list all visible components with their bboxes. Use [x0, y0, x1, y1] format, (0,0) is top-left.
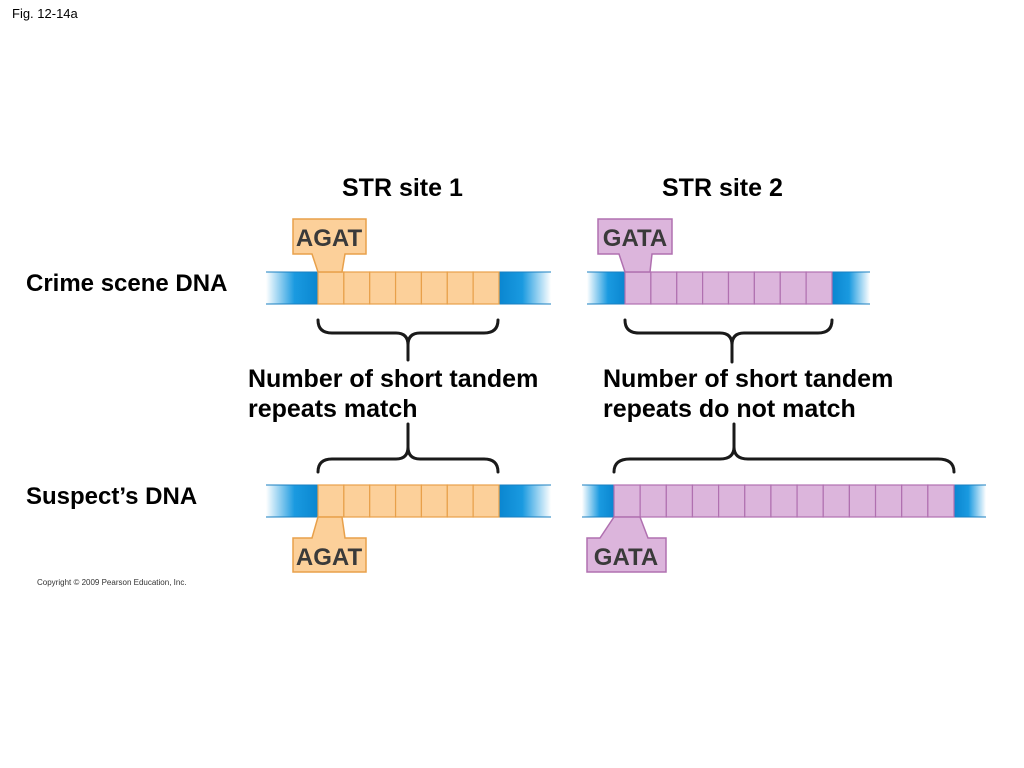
repeat-unit — [420, 271, 448, 305]
dna-flank-left — [266, 485, 318, 517]
repeat-unit — [369, 484, 397, 518]
repeat-unit — [343, 484, 371, 518]
repeat-unit — [718, 484, 746, 518]
repeat-unit — [369, 271, 397, 305]
repeat-unit — [394, 271, 423, 305]
repeat-unit — [770, 484, 798, 518]
site1-caption: Number of short tandem repeats match — [248, 364, 538, 424]
repeat-unit — [848, 484, 877, 518]
repeat-unit — [394, 484, 423, 518]
site2-caption-line2: repeats do not match — [603, 395, 856, 423]
repeat-unit — [805, 271, 833, 305]
crime-scene-dna-label: Crime scene DNA — [26, 270, 228, 297]
repeat-unit — [702, 271, 730, 305]
agat-tag-crime: AGAT — [292, 218, 367, 273]
repeat-unit — [317, 484, 345, 518]
repeat-unit — [822, 484, 850, 518]
copyright-notice: Copyright © 2009 Pearson Education, Inc. — [37, 578, 187, 587]
repeat-units — [317, 484, 500, 518]
gata-tag-crime: GATA — [597, 218, 673, 273]
agat-label: AGAT — [296, 544, 363, 571]
repeat-unit — [691, 484, 720, 518]
brace-crime-site2 — [623, 318, 834, 364]
brace-suspect-site1 — [316, 422, 500, 474]
repeat-unit — [613, 484, 641, 518]
dna-flank-right — [954, 485, 986, 517]
gata-tag-suspect: GATA — [586, 516, 667, 573]
dna-flank-right — [499, 272, 551, 304]
tag-callout-shape — [586, 516, 667, 573]
repeat-unit — [446, 271, 474, 305]
repeat-units — [624, 271, 833, 305]
brace-suspect-site2 — [612, 422, 956, 474]
repeat-unit — [624, 271, 652, 305]
dna-flank-left — [266, 272, 318, 304]
repeat-unit — [676, 271, 704, 305]
repeat-unit — [665, 484, 694, 518]
repeat-unit — [796, 484, 824, 518]
repeat-unit — [901, 484, 929, 518]
crime-site1-strand — [266, 271, 551, 305]
repeat-unit — [420, 484, 448, 518]
repeat-unit — [317, 271, 345, 305]
dna-flank-right — [499, 485, 551, 517]
dna-flank-right — [832, 272, 870, 304]
suspect-site2-strand — [582, 484, 986, 518]
repeat-unit — [650, 271, 678, 305]
repeat-units — [613, 484, 955, 518]
repeat-unit — [753, 271, 781, 305]
site2-caption: Number of short tandem repeats do not ma… — [603, 364, 893, 424]
tag-callout-shape — [597, 218, 673, 273]
dna-flank-left — [582, 485, 614, 517]
site1-caption-line1: Number of short tandem — [248, 365, 539, 393]
repeat-units — [317, 271, 500, 305]
tag-callout-shape — [292, 218, 367, 273]
gata-label: GATA — [603, 225, 667, 252]
repeat-unit — [343, 271, 371, 305]
repeat-unit — [727, 271, 755, 305]
brace-crime-site1 — [316, 318, 500, 362]
agat-tag-suspect: AGAT — [292, 516, 367, 573]
gata-label: GATA — [594, 544, 658, 571]
tag-callout-shape — [292, 516, 367, 573]
repeat-unit — [472, 271, 500, 305]
suspect-dna-label: Suspect’s DNA — [26, 483, 198, 510]
dna-flank-left — [587, 272, 625, 304]
str-site-1-title: STR site 1 — [342, 174, 463, 202]
repeat-unit — [779, 271, 807, 305]
str-site-2-title: STR site 2 — [662, 174, 783, 202]
repeat-unit — [874, 484, 903, 518]
figure-label: Fig. 12-14a — [12, 6, 78, 21]
site1-caption-line2: repeats match — [248, 395, 418, 423]
agat-label: AGAT — [296, 225, 363, 252]
repeat-unit — [472, 484, 500, 518]
repeat-unit — [744, 484, 772, 518]
repeat-unit — [639, 484, 667, 518]
crime-site2-strand — [587, 271, 870, 305]
repeat-unit — [446, 484, 474, 518]
suspect-site1-strand — [266, 484, 551, 518]
site2-caption-line1: Number of short tandem — [603, 365, 894, 393]
repeat-unit — [927, 484, 955, 518]
